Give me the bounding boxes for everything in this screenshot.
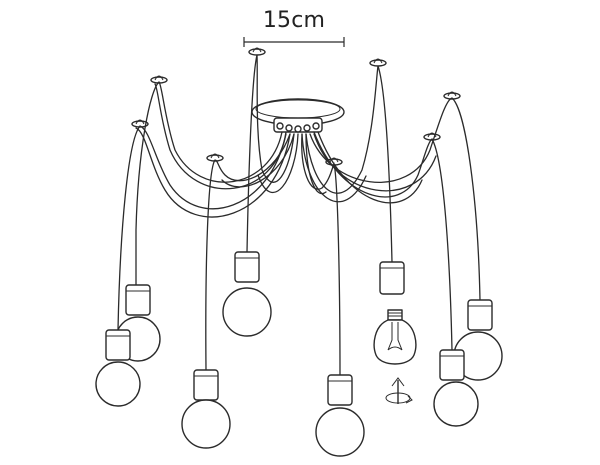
pendant-8 [433, 349, 479, 427]
rotate-arrow-icon [385, 377, 413, 404]
pendant-2 [95, 329, 141, 407]
ceiling-hooks [131, 47, 461, 166]
hook-5 [369, 58, 387, 67]
hook-7 [443, 91, 461, 100]
edison-bulb [373, 309, 417, 365]
pendant-6 [315, 374, 365, 457]
dimension-label: 15cm [262, 8, 326, 33]
dimension-line [243, 37, 345, 47]
pendant-7 [453, 299, 503, 381]
hook-3 [248, 47, 266, 56]
ceiling-canopy [251, 98, 345, 133]
cables [117, 54, 481, 376]
pendant-5 [379, 261, 405, 295]
pendant-3 [222, 251, 272, 337]
pendant-4 [181, 369, 231, 449]
